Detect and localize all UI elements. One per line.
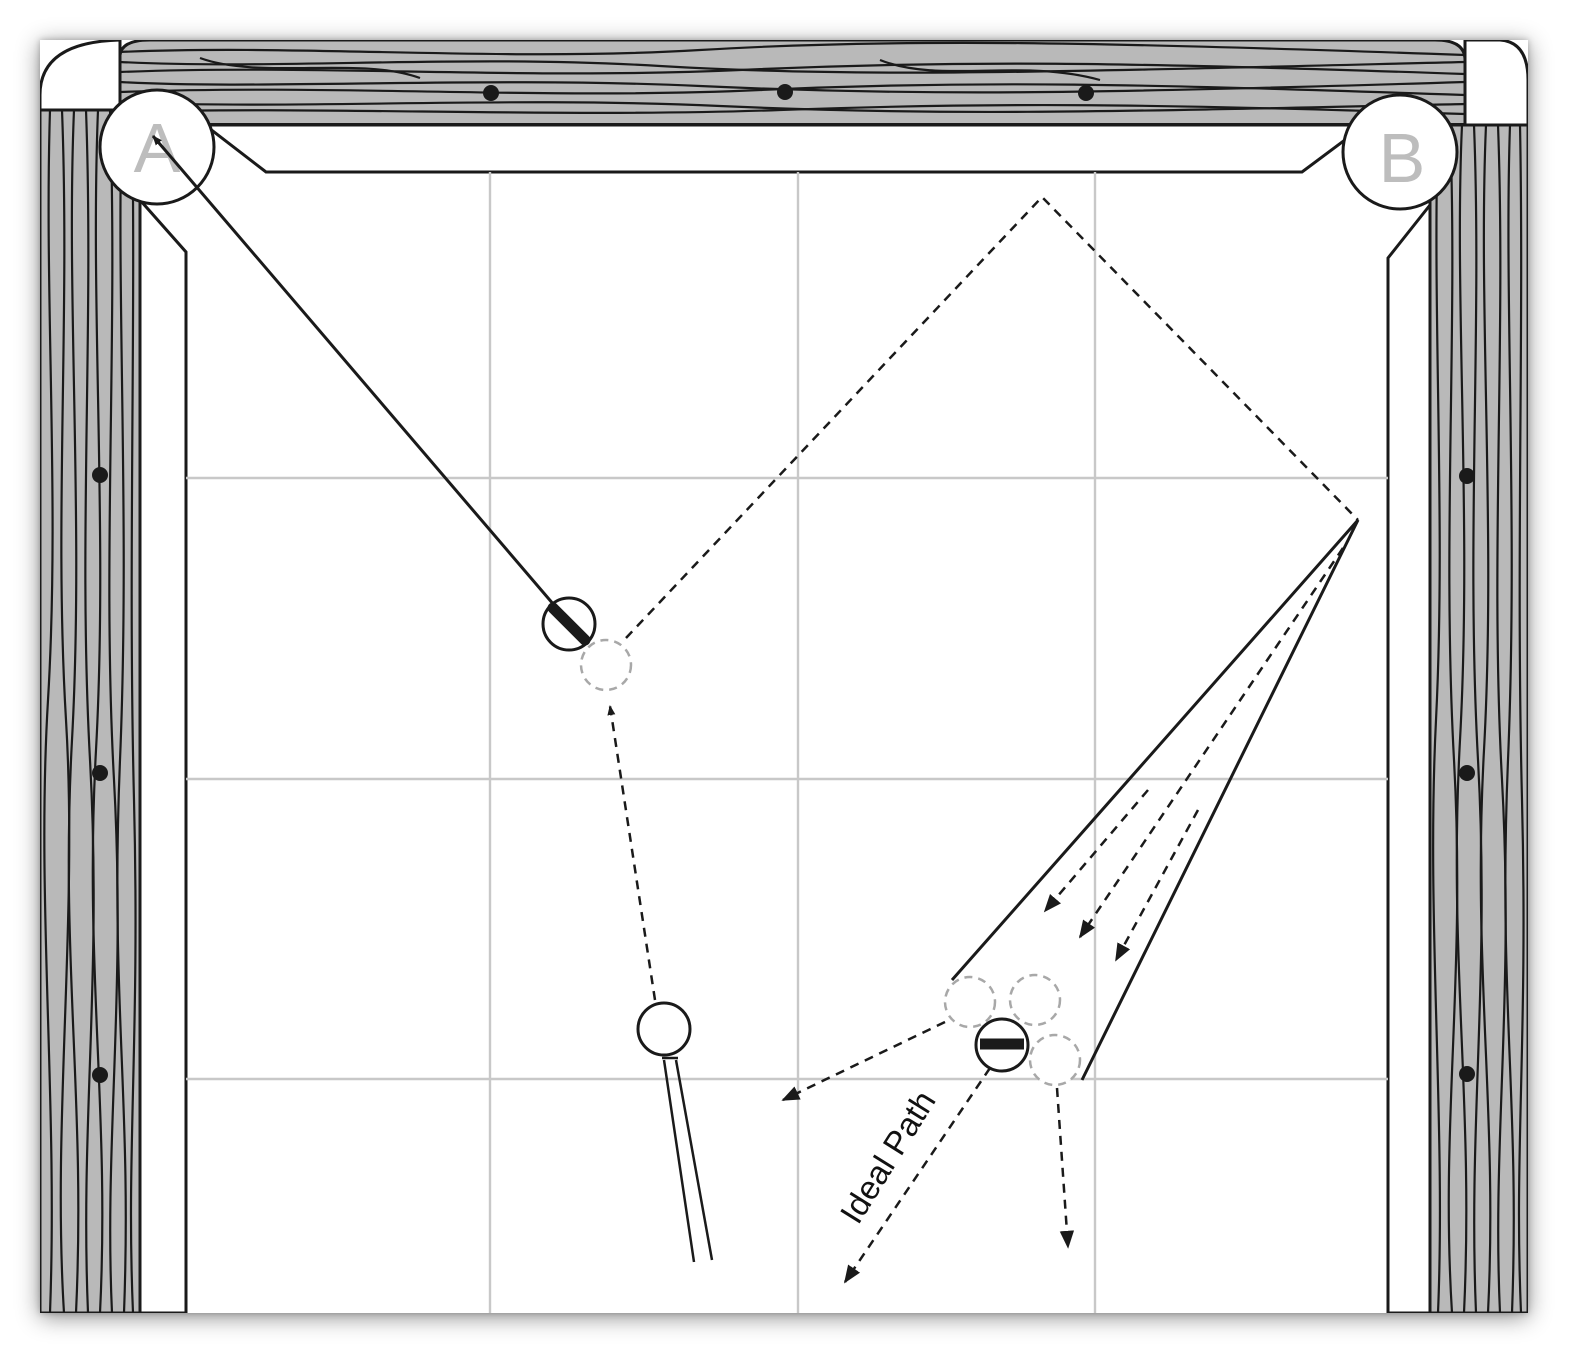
table-grid <box>186 172 1388 1313</box>
diagram-frame: A B <box>40 40 1528 1313</box>
ghost-ball-icon <box>579 638 633 692</box>
pool-table-diagram: A B <box>40 40 1528 1313</box>
ghost-balls <box>579 638 1082 1087</box>
ghost-ball-icon <box>1008 973 1062 1027</box>
diamond-marker-icon <box>92 467 108 483</box>
diamond-marker-icon <box>1459 765 1475 781</box>
cue-ball-path-to-object-ball <box>607 705 657 1001</box>
cue-ball-rail-path <box>625 195 1359 639</box>
corner-cap-left <box>40 40 122 112</box>
object-ball-path-to-pocket-a <box>151 135 562 613</box>
pocket-b-label: B <box>1379 119 1426 197</box>
object-ball-1 <box>541 596 597 652</box>
ghost-ball-icon <box>1028 1033 1082 1087</box>
diamond-marker-icon <box>92 1067 108 1083</box>
right-cushion <box>1386 125 1432 1313</box>
pocket-a-label: A <box>134 109 181 187</box>
right-rail <box>1428 123 1528 1313</box>
corner-cap-right <box>1463 40 1528 127</box>
top-cushion <box>200 123 1370 174</box>
diamond-marker-icon <box>483 85 499 101</box>
departure-arrows <box>781 1020 1075 1284</box>
cue-ball-icon <box>636 1001 692 1057</box>
cue-stick-icon <box>662 1056 714 1263</box>
diamond-marker-icon <box>777 84 793 100</box>
pocket-icon <box>1341 93 1459 211</box>
diamond-markers <box>92 84 1475 1083</box>
diamond-marker-icon <box>1078 85 1094 101</box>
left-cushion <box>138 110 188 1313</box>
diamond-marker-icon <box>92 765 108 781</box>
pocket-b: B <box>1341 93 1459 211</box>
ghost-ball-icon <box>943 975 997 1029</box>
object-ball-2 <box>974 1017 1030 1073</box>
diamond-marker-icon <box>1459 1066 1475 1082</box>
top-rail <box>118 40 1467 127</box>
path-cone <box>950 519 1360 1081</box>
ideal-path-label: Ideal Path <box>833 1084 943 1230</box>
left-rail <box>40 108 142 1313</box>
diamond-marker-icon <box>1459 468 1475 484</box>
cone-arrows <box>1043 547 1345 962</box>
